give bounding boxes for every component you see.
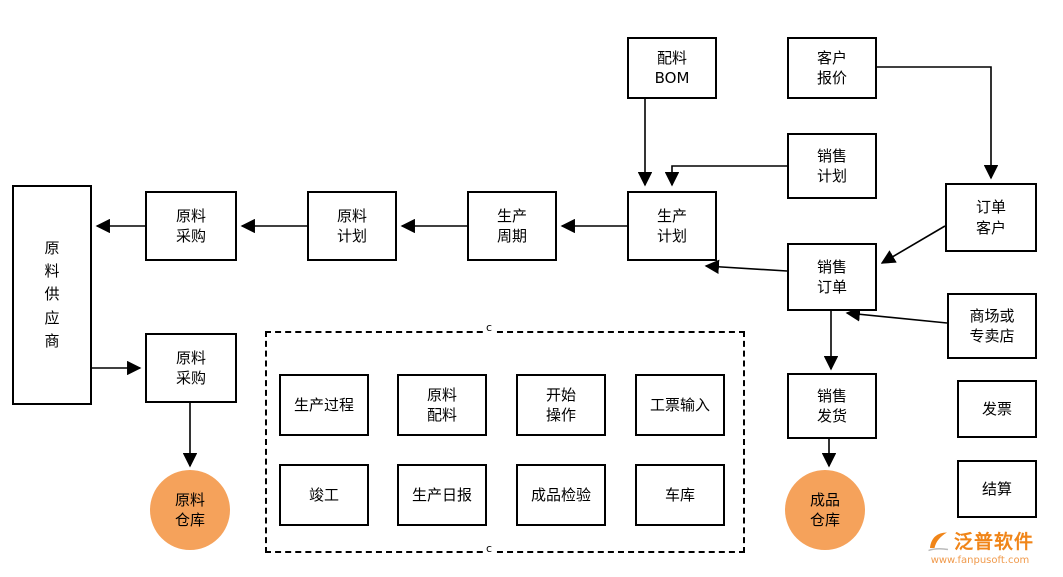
node-mall-store: 商场或 专卖店 <box>947 293 1037 359</box>
production-process-group <box>265 331 745 553</box>
node-production-daily: 生产日报 <box>397 464 487 526</box>
node-sales-plan: 销售 计划 <box>787 133 877 199</box>
group-mark-top: c <box>484 321 495 334</box>
node-material-supplier: 原 料 供 应 商 <box>12 185 92 405</box>
node-production-cycle: 生产 周期 <box>467 191 557 261</box>
fanpu-logo-icon <box>928 532 949 551</box>
node-sales-delivery: 销售 发货 <box>787 373 877 439</box>
arrow-quote-to-order-customer <box>877 66 999 180</box>
fanpu-logo-url: www.fanpusoft.com <box>930 555 1030 566</box>
node-ticket-input: 工票输入 <box>635 374 725 436</box>
node-material-plan: 原料 计划 <box>307 191 397 261</box>
node-material-warehouse: 原料 仓库 <box>150 470 230 550</box>
node-finished-inspection: 成品检验 <box>516 464 606 526</box>
arrow-order-customer-to-sales-order <box>880 225 946 264</box>
node-customer-quote: 客户 报价 <box>787 37 877 99</box>
node-settlement: 结算 <box>957 460 1037 518</box>
fanpu-logo: 泛普软件 www.fanpusoft.com <box>926 527 1034 566</box>
arrow-mall-to-sales-order <box>845 307 948 324</box>
arrow-sales-order-to-production-plan <box>704 259 788 274</box>
node-invoice: 发票 <box>957 380 1037 438</box>
node-production-plan: 生产 计划 <box>627 191 717 261</box>
node-completion: 竣工 <box>279 464 369 526</box>
node-material-batching: 原料 配料 <box>397 374 487 436</box>
node-finished-warehouse: 成品 仓库 <box>785 470 865 550</box>
node-production-process: 生产过程 <box>279 374 369 436</box>
node-start-operation: 开始 操作 <box>516 374 606 436</box>
node-material-purchase-2: 原料 采购 <box>145 333 237 403</box>
group-mark-bottom: c <box>484 542 495 555</box>
node-bom: 配料 BOM <box>627 37 717 99</box>
fanpu-logo-title: 泛普软件 <box>954 531 1035 553</box>
node-sales-order: 销售 订单 <box>787 243 877 311</box>
node-garage: 车库 <box>635 464 725 526</box>
node-material-purchase-1: 原料 采购 <box>145 191 237 261</box>
node-order-customer: 订单 客户 <box>945 183 1037 252</box>
arrow-sales-plan-to-production-plan <box>664 165 787 187</box>
